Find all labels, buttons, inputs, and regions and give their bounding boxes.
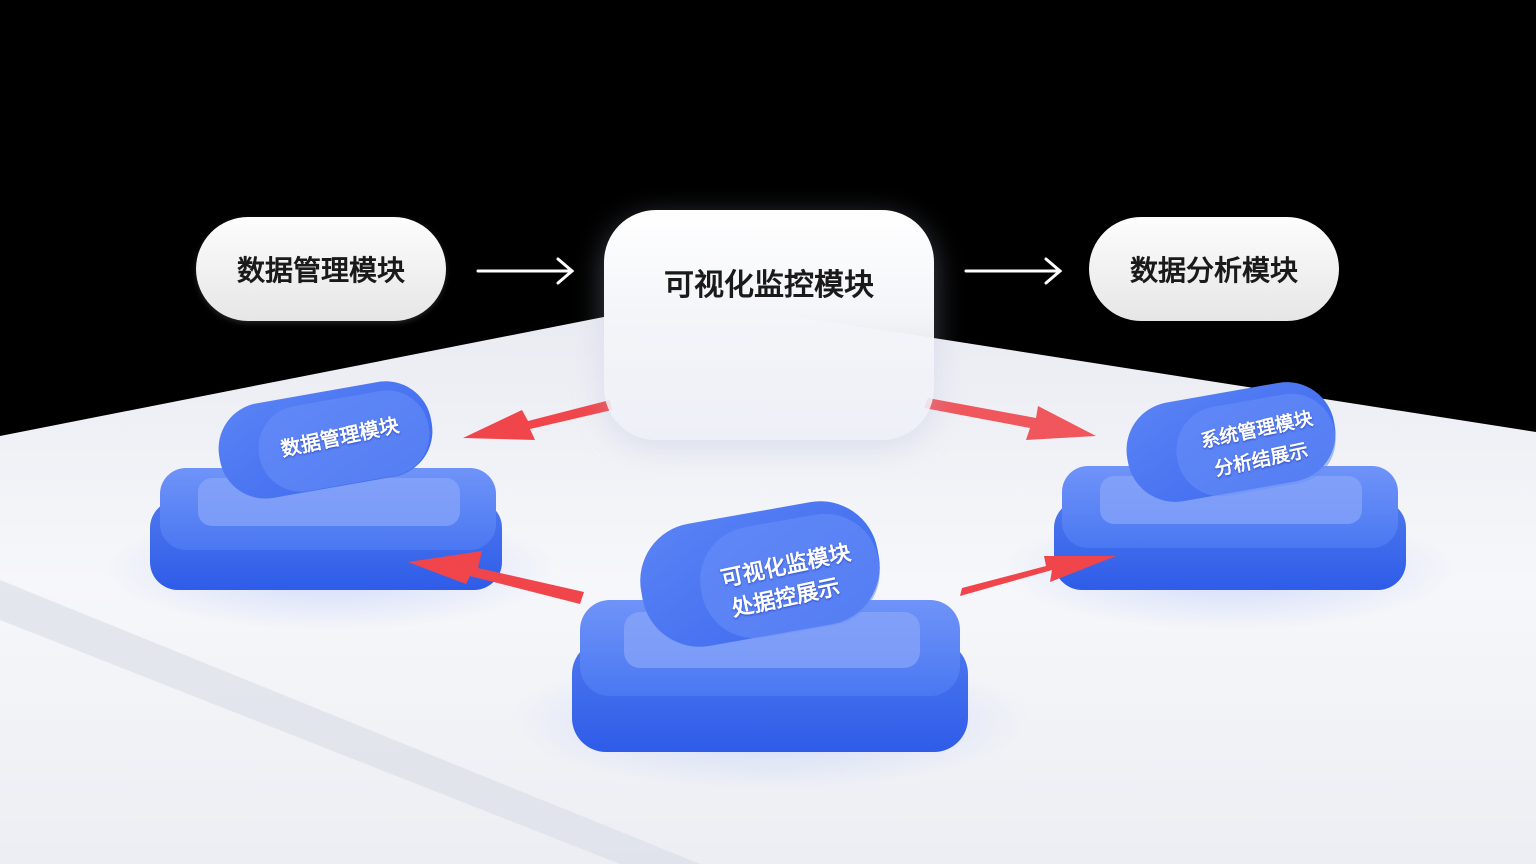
block-right [1054, 382, 1406, 590]
visual-monitoring-module-card: 可视化监控模块 [604, 210, 934, 440]
block-center [572, 501, 968, 752]
platform-edge [0, 580, 700, 864]
pill-right-label: 数据分析模块 [1129, 254, 1298, 287]
data-management-module-pill: 数据管理模块 [196, 217, 446, 321]
arrow-red-icon [408, 398, 1116, 604]
arrow-right-icon [476, 257, 1063, 285]
data-analysis-module-pill: 数据分析模块 [1089, 217, 1339, 321]
block-left [150, 381, 502, 590]
pill-left-label: 数据管理模块 [236, 254, 405, 287]
pill-center-label: 可视化监控模块 [664, 268, 874, 303]
